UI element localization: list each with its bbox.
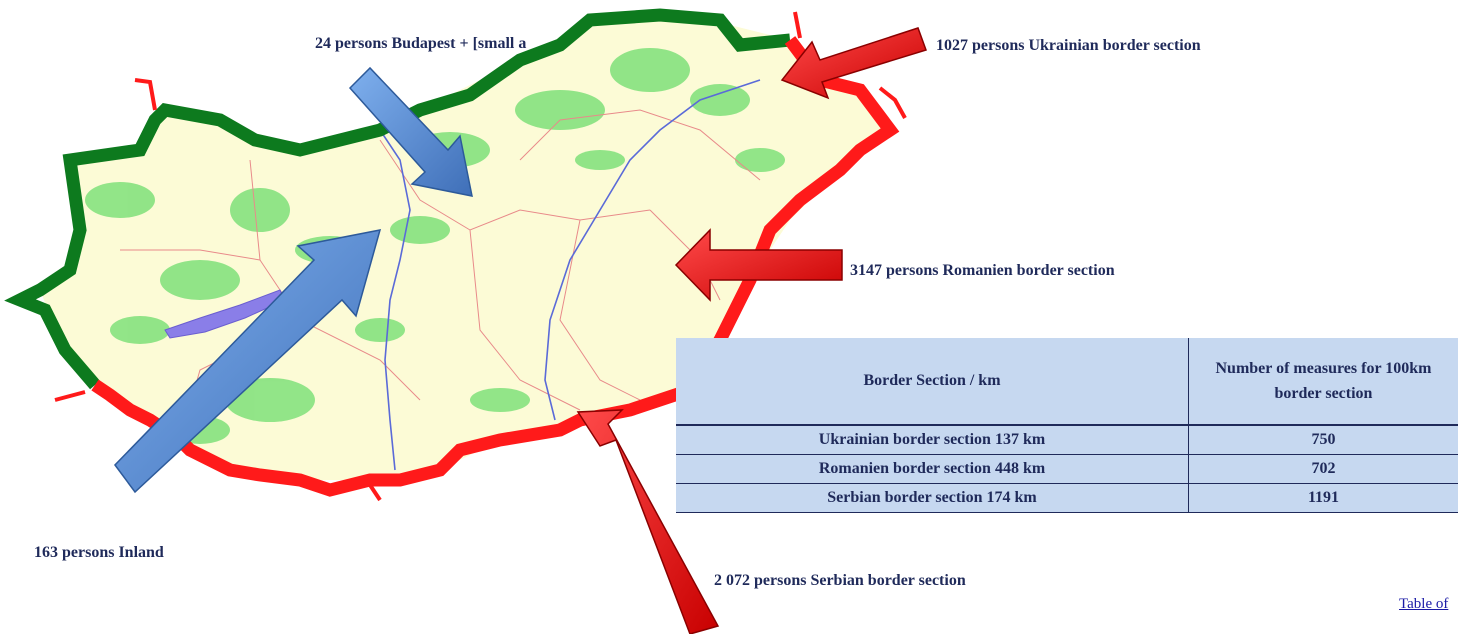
- row-label: Romanien border section 448 km: [676, 454, 1189, 484]
- header-measures: Number of measures for 100km border sect…: [1188, 338, 1458, 426]
- arrow-budapest: [348, 66, 473, 197]
- measures-table: Border Section / km Number of measures f…: [676, 338, 1458, 513]
- arrow-romanien: [674, 228, 843, 302]
- label-ukrainian: 1027 persons Ukrainian border section: [936, 37, 1201, 54]
- label-serbian: 2 072 persons Serbian border section: [714, 572, 966, 589]
- arrow-ukrainian: [780, 27, 927, 100]
- table-of-contents-link[interactable]: Table of: [1399, 596, 1449, 612]
- rivers: [379, 79, 761, 471]
- table-row: Romanien border section 448 km 702: [676, 454, 1458, 484]
- row-value: 1191: [1188, 483, 1458, 513]
- header-border-section: Border Section / km: [676, 338, 1189, 426]
- row-label: Serbian border section 174 km: [676, 483, 1189, 513]
- label-romanien: 3147 persons Romanien border section: [850, 262, 1115, 279]
- row-value: 750: [1188, 425, 1458, 455]
- table-row: Ukrainian border section 137 km 750: [676, 425, 1458, 455]
- label-inland: 163 persons Inland: [34, 544, 164, 561]
- northern-border: [4, 8, 791, 390]
- row-value: 702: [1188, 454, 1458, 484]
- table-row: Serbian border section 174 km 1191: [676, 483, 1458, 513]
- arrow-serbian: [576, 409, 720, 634]
- label-budapest: 24 persons Budapest + [small a: [315, 35, 527, 52]
- arrow-inland: [114, 229, 382, 494]
- border-stubs: [54, 11, 907, 502]
- southern-border: [91, 36, 900, 497]
- row-label: Ukrainian border section 137 km: [676, 425, 1189, 455]
